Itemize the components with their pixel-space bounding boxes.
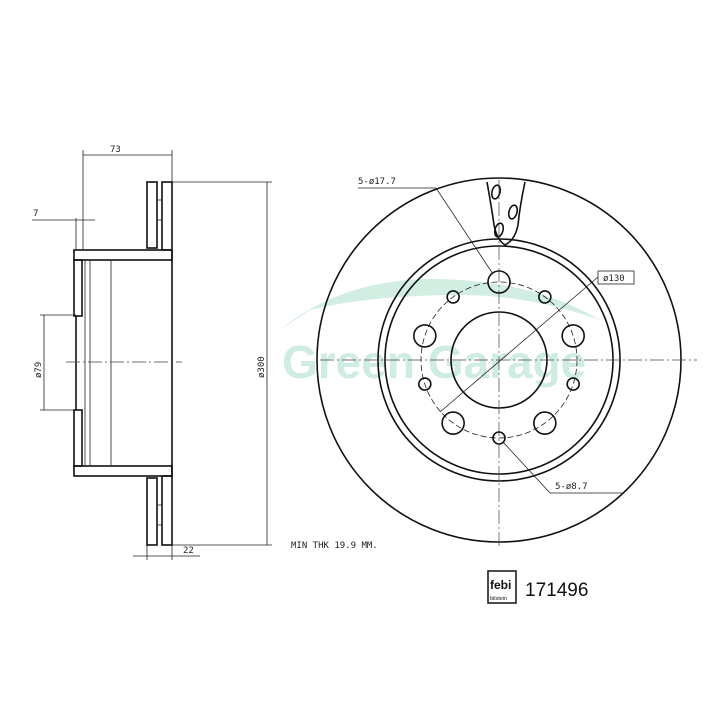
febi-logo: febi bilstein <box>487 570 517 604</box>
watermark-swoosh <box>280 279 600 330</box>
logo-bilstein: bilstein <box>490 596 507 602</box>
fixing-screw-hole <box>492 431 506 445</box>
wheel-bolt-hole <box>533 411 557 435</box>
small-hole-label: 5-ø8.7 <box>555 482 588 492</box>
rim-top-outer <box>161 181 173 251</box>
wheel-bolt-hole <box>413 324 437 348</box>
fixing-screw-hole <box>566 377 580 391</box>
hub-bottom-wall <box>73 465 173 477</box>
min-thickness-note: MIN THK 19.9 MM. <box>291 541 378 551</box>
dim-offset-label: 7 <box>33 209 38 219</box>
leader-pcd <box>439 276 599 413</box>
fixing-screw-hole <box>446 290 460 304</box>
bolt-holes <box>413 270 585 445</box>
wheel-bolt-hole <box>441 411 465 435</box>
part-number: 171496 <box>525 580 588 601</box>
leader-small-hole <box>502 441 623 494</box>
bolt-hole-label: 5-ø17.7 <box>358 177 396 187</box>
dim-thickness-label: 22 <box>183 546 194 556</box>
hub-face-bottom <box>73 409 83 467</box>
rim-bottom-outer <box>161 475 173 546</box>
logo-febi: febi <box>490 578 511 592</box>
dim-bore-label: ø79 <box>34 362 44 378</box>
dim-width-label: 73 <box>110 145 121 155</box>
dim-diameter-label: ø300 <box>257 356 267 378</box>
watermark: Green Garage <box>280 279 600 388</box>
wheel-bolt-hole <box>561 324 585 348</box>
fixing-screw-hole <box>418 377 432 391</box>
leader-bolt-hole <box>358 187 494 275</box>
wheel-bolt-hole <box>487 270 511 294</box>
watermark-text: Green Garage <box>282 336 586 388</box>
side-view: 73 7 ø79 ø300 22 <box>32 145 272 560</box>
fixing-screw-hole <box>538 290 552 304</box>
rim-top-inner <box>146 181 158 249</box>
rim-bottom-inner <box>146 477 158 546</box>
front-view: 5-ø17.7 ø130 5-ø8.7 <box>316 177 697 548</box>
vent-section <box>486 181 526 246</box>
hub-face-top <box>73 259 83 317</box>
pcd-box <box>597 270 635 285</box>
hub-top-wall <box>73 249 173 261</box>
pcd-label: ø130 <box>603 274 625 284</box>
